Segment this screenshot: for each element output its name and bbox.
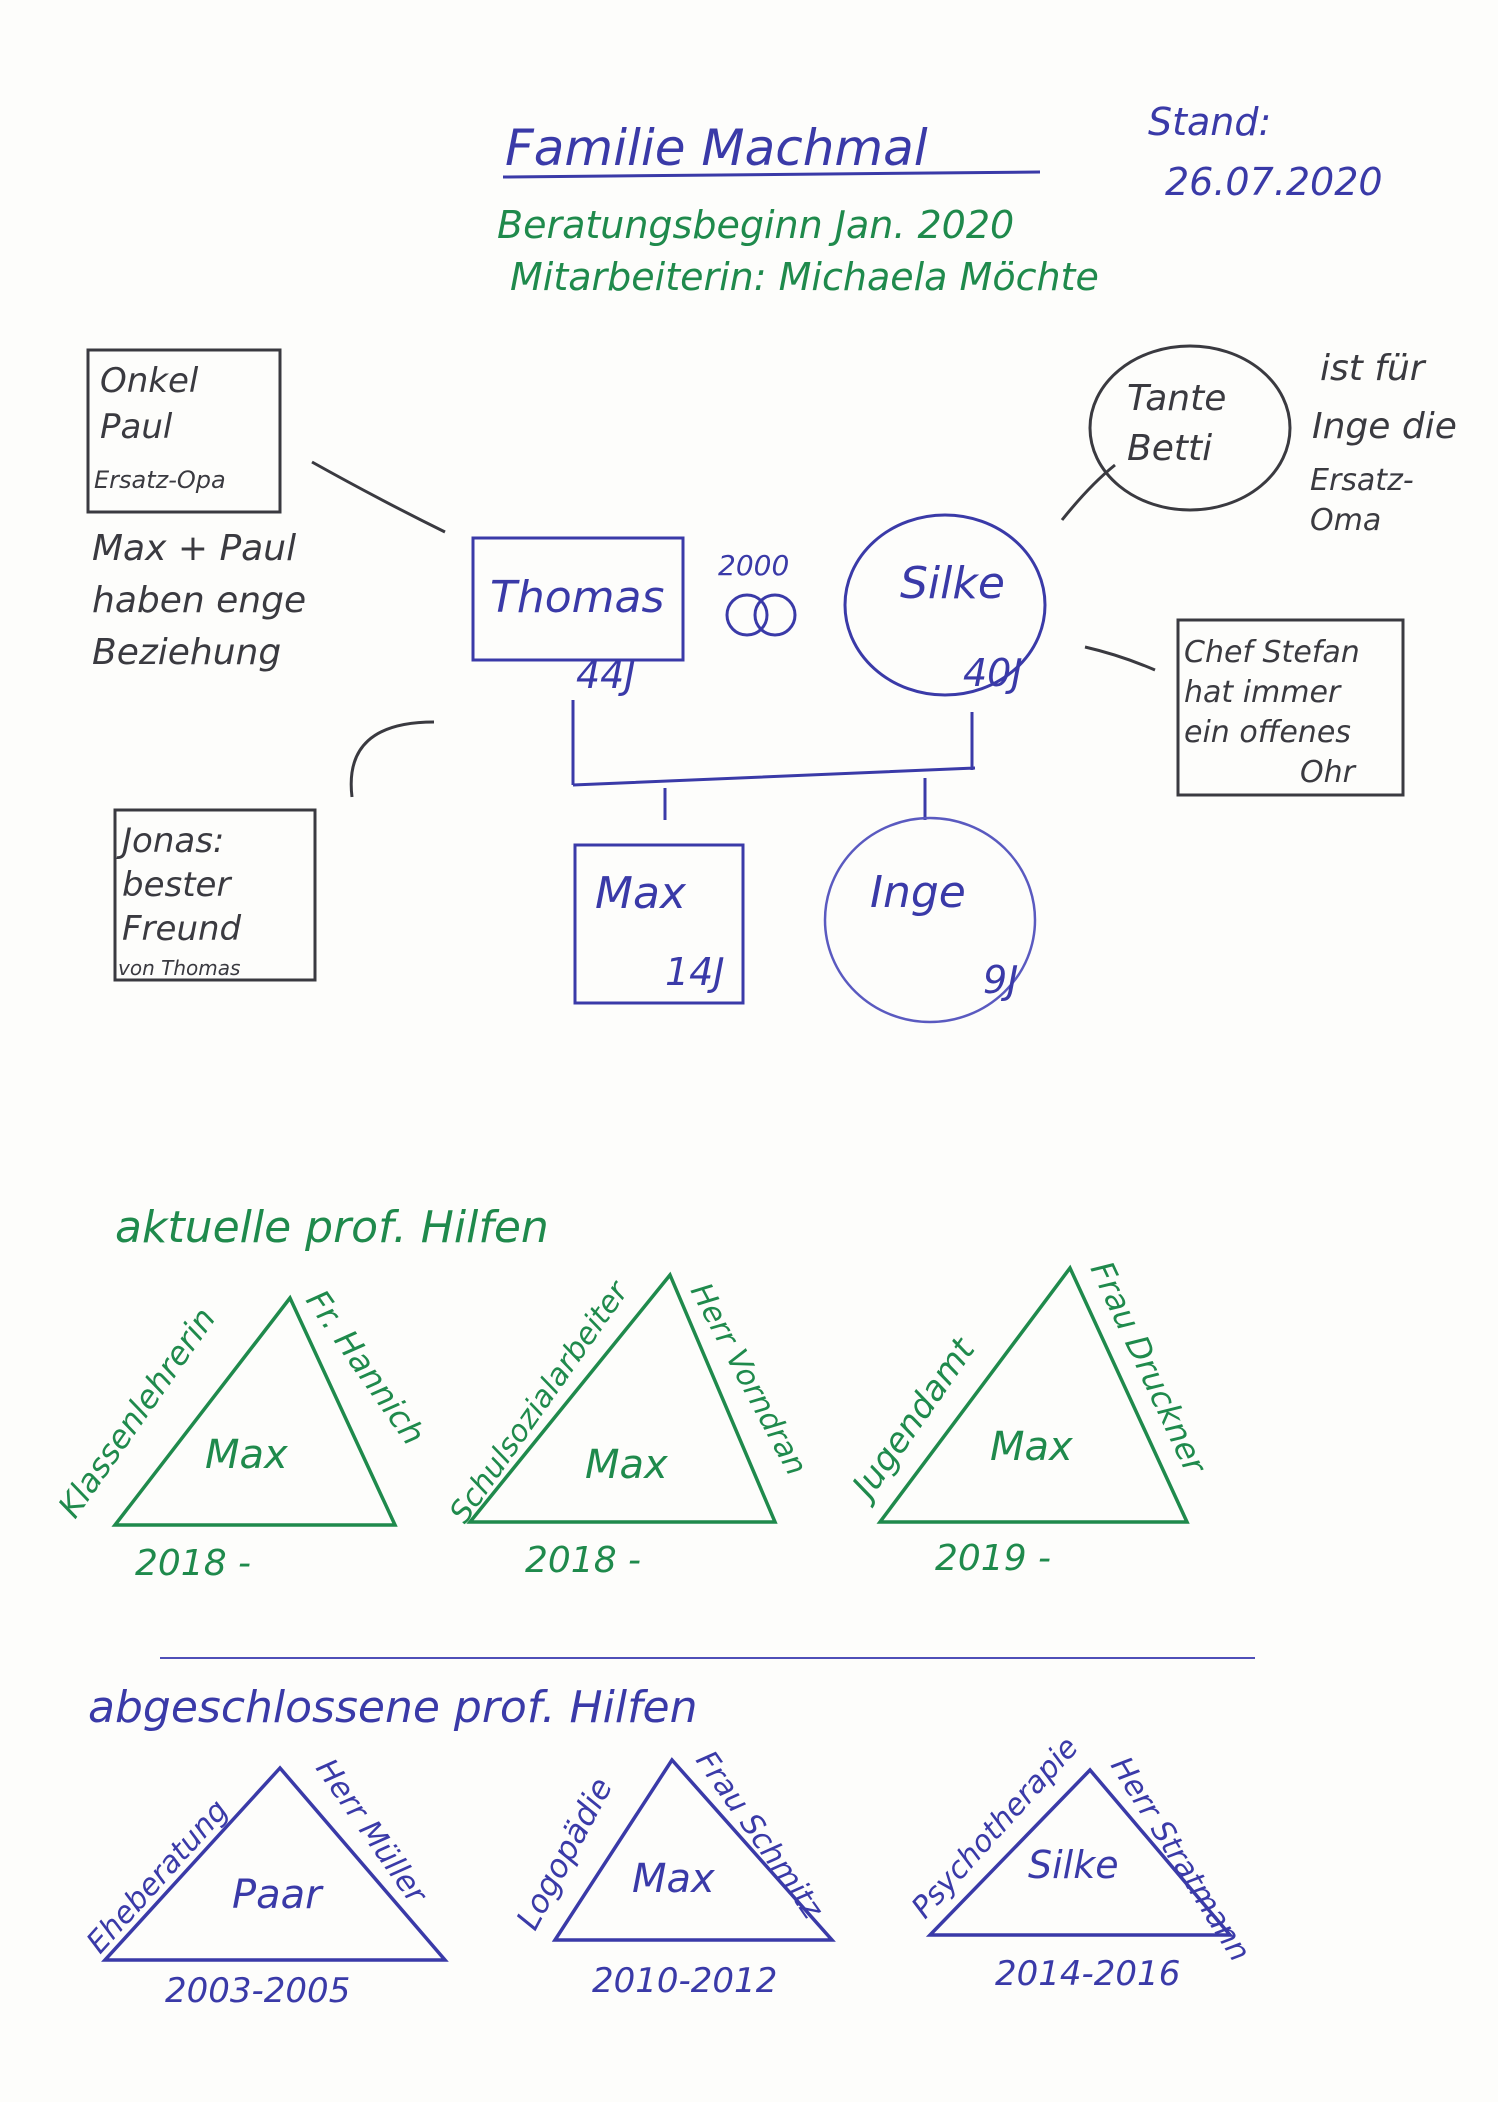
aunt-line: Tante [1127, 378, 1226, 419]
uncle-box [86, 348, 282, 514]
help-person: Frau Druckner [1083, 1255, 1215, 1480]
son-name: Max [595, 868, 687, 919]
help-triangle-outline [925, 1767, 1234, 1937]
help-triangle: Paar 2003-2005 Eheberatung Herr Müller [80, 1753, 449, 2011]
help-triangle: Max 2018 - Klassenlehrerin Fr. Hannich [50, 1283, 432, 1584]
aunt-line: Betti [1127, 428, 1212, 469]
help-period: 2003-2005 [165, 1971, 350, 2011]
uncle-note-line: Max + Paul [92, 528, 296, 569]
aunt-link-line [1060, 463, 1116, 521]
current-help-heading: aktuelle prof. Hilfen [115, 1202, 549, 1253]
help-institution: Klassenlehrerin [50, 1301, 223, 1525]
daughter-age: 9J [983, 958, 1018, 1002]
mother-age: 40J [963, 651, 1023, 695]
counseling-start: Beratungsbeginn Jan. 2020 [497, 203, 1014, 247]
help-triangle: Max 2010-2012 Logopädie Frau Schmitz [509, 1745, 836, 2001]
wedding-ring-icon [725, 593, 769, 637]
help-person: Herr Müller [308, 1753, 434, 1912]
family-connector-lines [571, 700, 976, 820]
aunt-note-line: Ersatz- [1310, 463, 1414, 498]
help-person: Fr. Hannich [298, 1283, 432, 1452]
friend-line: Jonas: [116, 821, 224, 861]
help-client: Max [990, 1424, 1073, 1470]
help-triangle: Max 2018 - Schulsozialarbeiter Herr Vorn… [443, 1271, 814, 1581]
daughter-circle [823, 816, 1037, 1024]
past-help-section: abgeschlossene prof. Hilfen Paar 2003-20… [80, 1682, 1257, 2011]
help-period: 2014-2016 [995, 1954, 1180, 1994]
daughter-name: Inge [870, 867, 966, 918]
mother-name: Silke [900, 558, 1005, 609]
help-client: Paar [232, 1872, 324, 1918]
staff-member: Mitarbeiterin: Michaela Möchte [510, 255, 1099, 299]
aunt-note-line: Oma [1310, 503, 1381, 538]
friend-box [113, 808, 317, 982]
help-client: Max [205, 1432, 288, 1478]
help-triangle-outline [101, 1765, 449, 1962]
header: Familie Machmal Stand: 26.07.2020 Beratu… [497, 100, 1383, 299]
help-client: Max [585, 1442, 668, 1488]
help-triangle: Silke 2014-2016 Psychotherapie Herr Stra… [905, 1730, 1257, 1994]
wedding-ring-icon [753, 593, 797, 637]
status-date: 26.07.2020 [1165, 160, 1383, 204]
friend-link-line [349, 720, 435, 798]
help-institution: Jugendamt [841, 1330, 984, 1510]
boss-line: Ohr [1300, 755, 1357, 790]
boss-line: Chef Stefan [1184, 635, 1360, 670]
help-triangle: Max 2019 - Jugendamt Frau Druckner [841, 1255, 1215, 1579]
help-period: 2010-2012 [592, 1961, 777, 2001]
uncle-line: Onkel [100, 361, 199, 401]
help-triangle-outline [876, 1264, 1190, 1524]
help-institution: Psychotherapie [905, 1730, 1086, 1925]
help-person: Herr Vorndran [683, 1277, 814, 1481]
friend-line: Freund [122, 909, 242, 949]
uncle-note-line: haben enge [92, 580, 306, 621]
son-age: 14J [665, 950, 725, 994]
father-age: 44J [576, 653, 636, 697]
help-client: Silke [1028, 1843, 1119, 1887]
uncle-line: Ersatz-Opa [94, 466, 226, 494]
title-underline [502, 170, 1041, 179]
help-triangle-outline [466, 1271, 778, 1524]
son-square [573, 843, 745, 1005]
uncle-link-line [311, 460, 446, 534]
friend-line: von Thomas [118, 956, 240, 980]
boss-line: hat immer [1184, 675, 1342, 710]
uncle-line: Paul [100, 407, 173, 447]
father-square [471, 536, 685, 662]
current-help-section: aktuelle prof. Hilfen Max 2018 - Klassen… [50, 1202, 1214, 1584]
help-triangle-outline [551, 1757, 836, 1942]
aunt-circle [1088, 344, 1292, 512]
help-institution: Eheberatung [80, 1793, 235, 1960]
boss-box [1176, 618, 1405, 797]
help-institution: Logopädie [509, 1771, 621, 1936]
father-name: Thomas [490, 572, 664, 623]
aunt-note-line: ist für [1320, 348, 1427, 389]
marriage-year: 2000 [718, 549, 789, 582]
status-label: Stand: [1148, 100, 1271, 144]
help-period: 2018 - [135, 1543, 251, 1584]
page-title: Familie Machmal [505, 119, 928, 177]
genogram: Thomas 44J 2000 Silke 40J Max 14J Inge 9… [471, 513, 1047, 1024]
friend-line: bester [122, 865, 232, 905]
aunt-note-line: Inge die [1312, 406, 1457, 447]
help-client: Max [632, 1856, 715, 1902]
boss-line: ein offenes [1184, 715, 1351, 750]
social-network: Onkel Paul Ersatz-Opa Max + Paul haben e… [86, 344, 1457, 982]
help-period: 2019 - [935, 1538, 1051, 1579]
uncle-note-line: Beziehung [92, 632, 281, 673]
mother-circle [843, 513, 1047, 697]
help-period: 2018 - [525, 1540, 641, 1581]
boss-link-line [1084, 645, 1156, 672]
help-institution: Schulsozialarbeiter [443, 1274, 637, 1530]
help-triangle-outline [111, 1294, 398, 1527]
past-help-heading: abgeschlossene prof. Hilfen [88, 1682, 698, 1733]
